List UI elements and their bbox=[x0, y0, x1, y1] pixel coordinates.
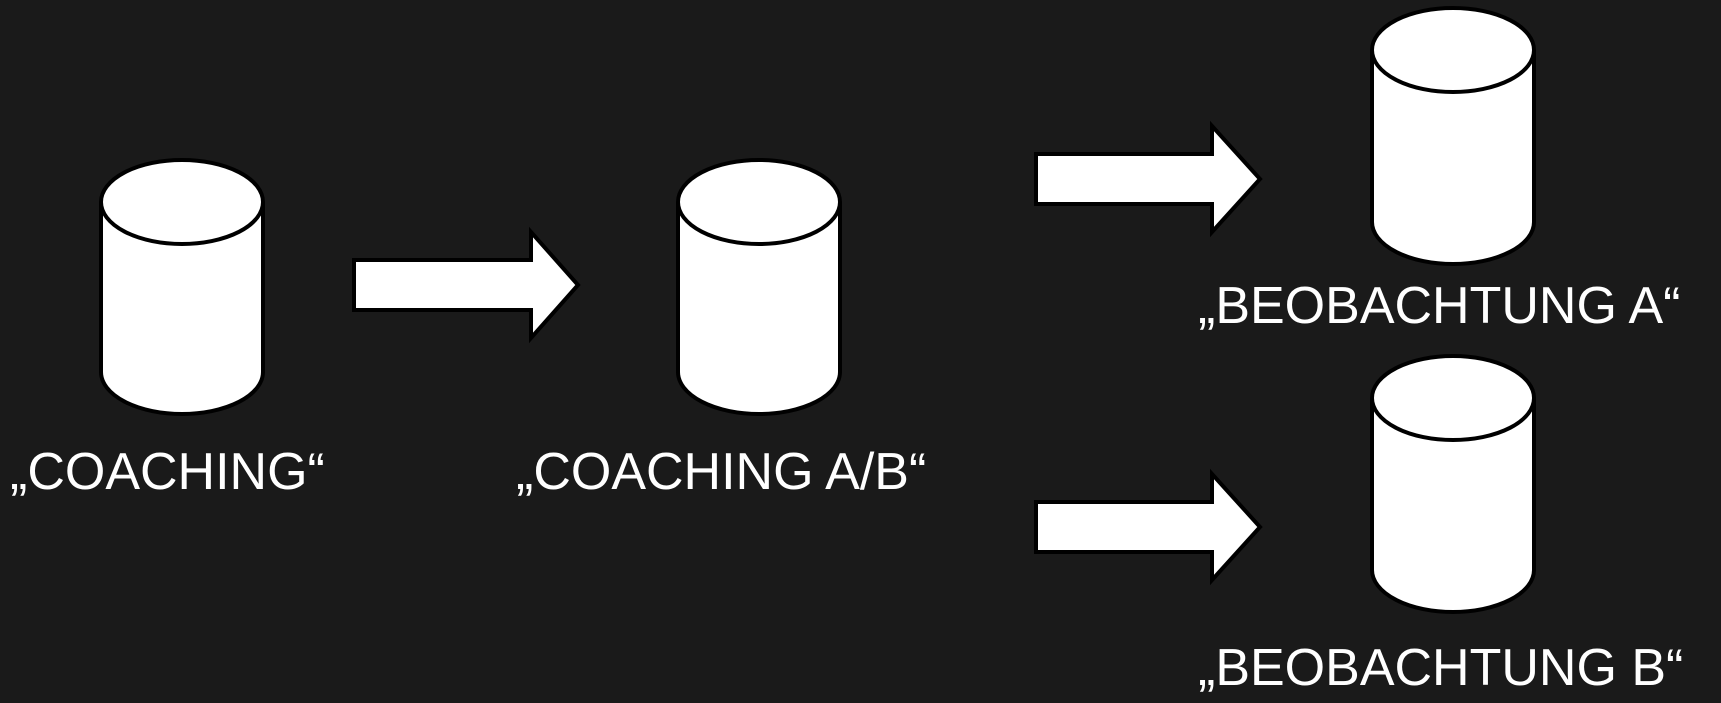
cylinder-beobachtung-b bbox=[1370, 354, 1536, 614]
label-coaching-ab: „COACHING A/B“ bbox=[516, 443, 927, 501]
arrow-coaching-to-coaching-ab bbox=[352, 226, 581, 344]
arrow-coaching-ab-to-beobachtung-a bbox=[1034, 120, 1263, 238]
label-beobachtung-a: „BEOBACHTUNG A“ bbox=[1198, 277, 1681, 335]
cylinder-beobachtung-a bbox=[1370, 6, 1536, 266]
label-coaching: „COACHING“ bbox=[10, 443, 325, 501]
label-beobachtung-b: „BEOBACHTUNG B“ bbox=[1198, 639, 1684, 697]
arrow-coaching-ab-to-beobachtung-b bbox=[1034, 468, 1263, 586]
cylinder-coaching-ab bbox=[676, 158, 842, 416]
cylinder-coaching bbox=[99, 158, 265, 416]
